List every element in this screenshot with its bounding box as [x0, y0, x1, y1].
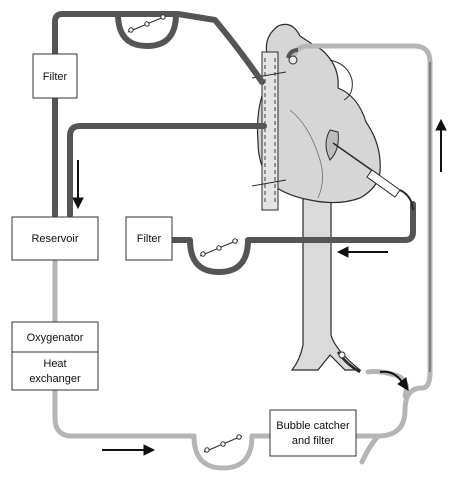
oxygenator-label: Oxygenator [27, 332, 84, 344]
arterial-tubing [52, 43, 433, 465]
aorta [290, 194, 362, 371]
heat-exchanger-label-line1: Heat [43, 358, 66, 370]
vena-cava [251, 51, 287, 211]
filter-top-label: Filter [43, 71, 68, 83]
arrow-icon [435, 118, 447, 172]
bubble-catcher-box: Bubble catcher and filter [269, 409, 357, 457]
flow-arrows [72, 118, 447, 456]
filter-middle-label: Filter [137, 233, 162, 245]
heat-exchanger-label-line2: exchanger [29, 373, 81, 385]
arrow-icon [102, 444, 156, 456]
top-roller-pump [115, 13, 179, 50]
femoral-cannula [336, 351, 361, 374]
cannula-icon [325, 129, 414, 211]
arrow-icon [379, 370, 409, 391]
arrow-icon [336, 246, 388, 258]
reservoir-label: Reservoir [31, 233, 78, 245]
middle-roller-pump [187, 238, 251, 276]
filter-top-box: Filter [32, 53, 78, 99]
arrow-icon [72, 160, 84, 210]
bottom-roller-pump [191, 434, 255, 471]
filter-middle-box: Filter [125, 216, 173, 261]
bubble-catcher-label-line1: Bubble catcher [276, 420, 350, 432]
bubble-catcher-label-line2: and filter [292, 435, 335, 447]
reservoir-box: Reservoir [11, 216, 99, 261]
oxygenator-heat-exchanger-box: Oxygenator Heat exchanger [11, 321, 99, 391]
aortic-cannula [286, 48, 299, 65]
heart [256, 23, 381, 204]
